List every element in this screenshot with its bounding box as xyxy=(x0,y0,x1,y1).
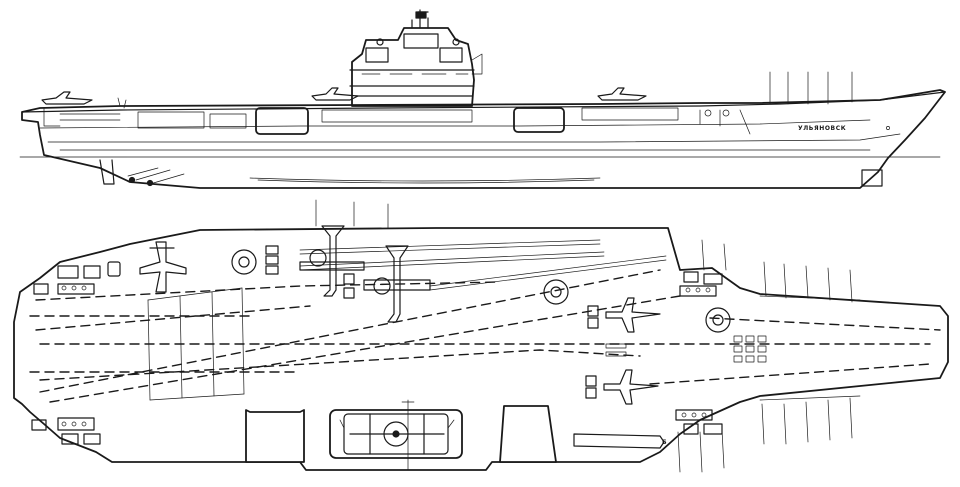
stern-rudder xyxy=(99,159,115,185)
hull-name-label: УЛЬЯНОВСК xyxy=(798,125,846,132)
porthole xyxy=(722,109,730,117)
stern-gallery xyxy=(59,113,121,121)
hangar-bay xyxy=(137,111,205,129)
helo-spot xyxy=(231,249,257,275)
bow-edge-marking xyxy=(709,317,941,331)
aircraft-plan-fwd-2 xyxy=(603,369,659,405)
elevator-aft xyxy=(245,409,305,463)
helo-spot-center xyxy=(238,256,250,268)
sponson-fwd xyxy=(581,107,679,121)
deck-crane xyxy=(573,433,665,449)
bow-sponsons xyxy=(675,271,861,435)
aircraft-plan-catapult-2 xyxy=(363,245,431,323)
bilge-keel-inner xyxy=(257,179,595,184)
elevator-fwd xyxy=(499,405,557,463)
bilge-keel xyxy=(249,177,601,182)
sponson-island-base xyxy=(321,109,473,123)
aircraft-plan-stern xyxy=(139,241,187,293)
landing-area-marking xyxy=(39,349,641,381)
arrestor-marking xyxy=(35,305,311,331)
propeller xyxy=(128,176,136,184)
stern-crane xyxy=(117,97,127,109)
aircraft-side-bow xyxy=(597,87,647,101)
helo-spot-center xyxy=(712,314,724,326)
flight-deck-line xyxy=(21,91,946,113)
flight-deck-outline xyxy=(13,227,949,471)
aircraft-plan-fwd-1 xyxy=(605,297,661,333)
stern-sponsons xyxy=(31,261,121,445)
helo-spot xyxy=(705,307,731,333)
bow-marking: Б xyxy=(662,439,667,446)
bow-bulb xyxy=(861,169,883,187)
hangar-bay xyxy=(209,113,247,129)
stern-walkway xyxy=(43,107,61,127)
porthole xyxy=(704,109,712,117)
propeller-shafts xyxy=(127,167,185,185)
boot-topping-line xyxy=(47,133,901,143)
angled-deck-marking xyxy=(39,269,661,393)
helo-spot xyxy=(543,279,569,305)
bow-edge-marking xyxy=(649,363,931,385)
landing-area-marking xyxy=(35,281,501,301)
arrestor-gear xyxy=(147,287,245,401)
bow-structure xyxy=(699,109,751,135)
propeller xyxy=(146,179,154,187)
deck-grid xyxy=(733,335,767,363)
aircraft-plan-catapult-1 xyxy=(299,225,365,297)
island-superstructure xyxy=(349,9,483,107)
bow-antennas xyxy=(769,71,853,105)
hull-profile xyxy=(21,89,946,189)
anchor-hawse xyxy=(886,126,890,130)
blast-deflectors xyxy=(265,245,627,399)
helo-spot-center xyxy=(550,286,562,298)
catapult-tracks xyxy=(299,239,667,291)
aircraft-side-stern xyxy=(41,91,93,105)
angled-deck-marking xyxy=(49,295,681,403)
elevator-opening-aft xyxy=(255,107,309,135)
elevator-opening-fwd xyxy=(513,107,565,133)
hangar-deck-line xyxy=(39,119,871,129)
aircraft-side-island xyxy=(311,87,359,101)
island-plan xyxy=(329,399,463,471)
plan-antennas xyxy=(315,199,853,473)
